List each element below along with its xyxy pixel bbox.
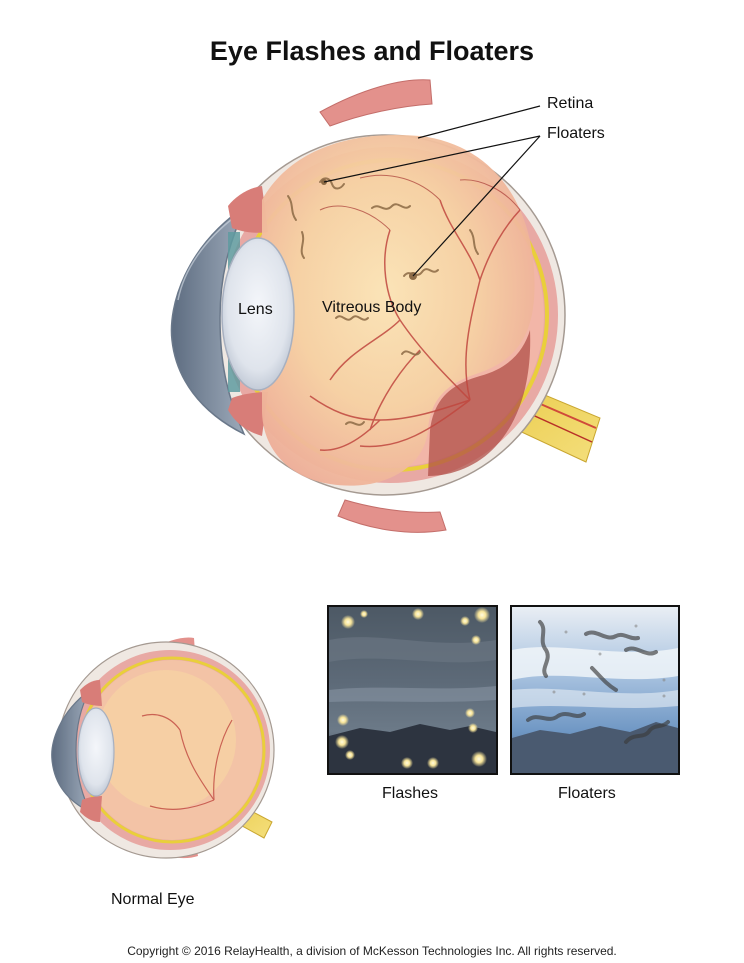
flashes-panel-image: [329, 607, 496, 773]
label-retina: Retina: [547, 95, 594, 112]
label-floaters: Floaters: [547, 125, 605, 142]
flashes-panel-border: [327, 605, 498, 775]
label-lens: Lens: [238, 301, 273, 318]
page-title: Eye Flashes and Floaters: [209, 36, 535, 66]
copyright-notice: Copyright © 2016 RelayHealth, a division…: [127, 944, 617, 958]
caption-normal-eye: Normal Eye: [111, 891, 195, 908]
floaters-panel-image: [512, 607, 678, 773]
label-vitreous-body: Vitreous Body: [322, 299, 422, 316]
caption-flashes: Flashes: [382, 785, 439, 802]
normal-eye-illustration: [51, 637, 275, 859]
caption-floaters: Floaters: [558, 785, 616, 802]
floaters-panel-border: [510, 605, 680, 775]
